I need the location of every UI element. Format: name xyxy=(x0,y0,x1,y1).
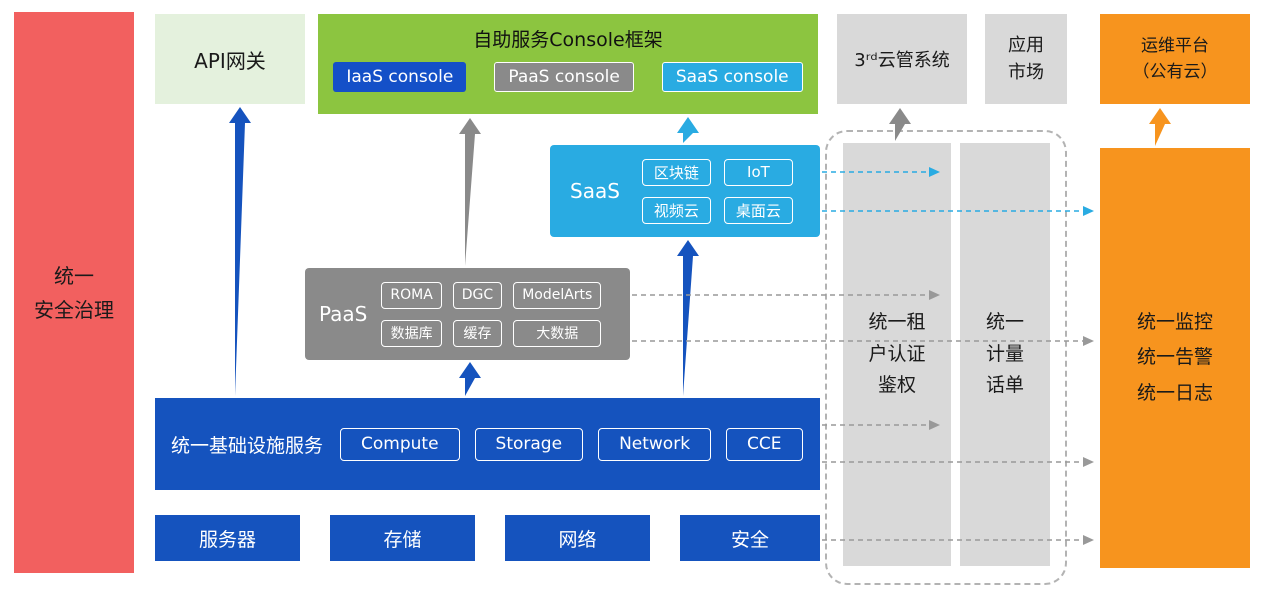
tenant-auth-bar: 统一租 户认证 鉴权 xyxy=(843,143,951,566)
third-party-cloud-mgmt-label: 3ʳᵈ云管系统 xyxy=(854,50,950,71)
infrastructure-label: 统一基础设施服务 xyxy=(171,434,324,457)
hardware-storage-box: 存储 xyxy=(330,515,475,561)
saas-item-blockchain: 区块链 xyxy=(641,158,711,186)
saas-item-desktop-cloud: 桌面云 xyxy=(723,196,793,224)
shared-services-dashed-frame xyxy=(825,130,1067,585)
paas-item-dgc: DGC xyxy=(452,281,503,309)
paas-items: ROMA DGC ModelArts 数据库 缓存 大数据 xyxy=(381,281,602,347)
iaas-item-cce: CCE xyxy=(726,427,803,461)
paas-item-database: 数据库 xyxy=(381,319,442,347)
saas-console-chip: SaaS console xyxy=(661,62,803,92)
ops-platform-box: 运维平台 （公有云） xyxy=(1100,14,1250,104)
paas-box: PaaS ROMA DGC ModelArts 数据库 缓存 大数据 xyxy=(305,268,630,360)
app-market-box: 应用 市场 xyxy=(985,14,1067,104)
api-gateway-box: API网关 xyxy=(155,14,305,104)
saas-box: SaaS 区块链 IoT 视频云 桌面云 xyxy=(550,145,820,237)
third-party-cloud-mgmt-box: 3ʳᵈ云管系统 xyxy=(837,14,967,104)
iaas-item-network: Network xyxy=(598,427,712,461)
arrow-iaas-to-paas xyxy=(459,362,481,396)
paas-console-chip: PaaS console xyxy=(494,62,634,92)
app-market-label: 应用 市场 xyxy=(1008,35,1044,83)
paas-item-modelarts: ModelArts xyxy=(513,281,602,309)
hardware-server-box: 服务器 xyxy=(155,515,300,561)
saas-item-video-cloud: 视频云 xyxy=(641,196,711,224)
console-list: IaaS console PaaS console SaaS console xyxy=(333,62,803,92)
arrow-paas-to-console xyxy=(459,118,481,266)
paas-item-roma: ROMA xyxy=(381,281,442,309)
iaas-item-compute: Compute xyxy=(340,427,460,461)
monitoring-bar: 统一监控 统一告警 统一日志 xyxy=(1100,148,1250,568)
infrastructure-box: 统一基础设施服务 Compute Storage Network CCE xyxy=(155,398,820,490)
arrow-monitoring-to-ops-platform xyxy=(1149,108,1171,146)
api-gateway-label: API网关 xyxy=(194,48,266,73)
security-governance-bar: 统一 安全治理 xyxy=(14,12,134,573)
saas-item-iot: IoT xyxy=(723,158,793,186)
paas-item-bigdata: 大数据 xyxy=(513,319,602,347)
arrow-iaas-to-api-gateway xyxy=(229,107,251,396)
saas-label: SaaS xyxy=(570,179,620,203)
ops-platform-label: 运维平台 （公有云） xyxy=(1132,35,1218,82)
arrow-iaas-to-saas xyxy=(677,240,699,396)
hardware-security-box: 安全 xyxy=(680,515,820,561)
security-governance-label: 统一 安全治理 xyxy=(34,263,114,322)
paas-label: PaaS xyxy=(319,302,368,326)
saas-items: 区块链 IoT 视频云 桌面云 xyxy=(641,158,793,224)
console-frame-box: 自助服务Console框架 IaaS console PaaS console … xyxy=(318,14,818,114)
iaas-console-chip: IaaS console xyxy=(333,62,467,92)
monitoring-label: 统一监控 统一告警 统一日志 xyxy=(1136,311,1213,404)
paas-item-cache: 缓存 xyxy=(452,319,503,347)
hardware-network-box: 网络 xyxy=(505,515,650,561)
console-frame-title: 自助服务Console框架 xyxy=(473,29,663,51)
arrow-saas-to-console xyxy=(677,117,699,143)
metering-bar: 统一 计量 话单 xyxy=(960,143,1050,566)
tenant-auth-label: 统一租 户认证 鉴权 xyxy=(868,311,926,397)
iaas-item-storage: Storage xyxy=(474,427,584,461)
metering-label: 统一 计量 话单 xyxy=(985,311,1024,397)
